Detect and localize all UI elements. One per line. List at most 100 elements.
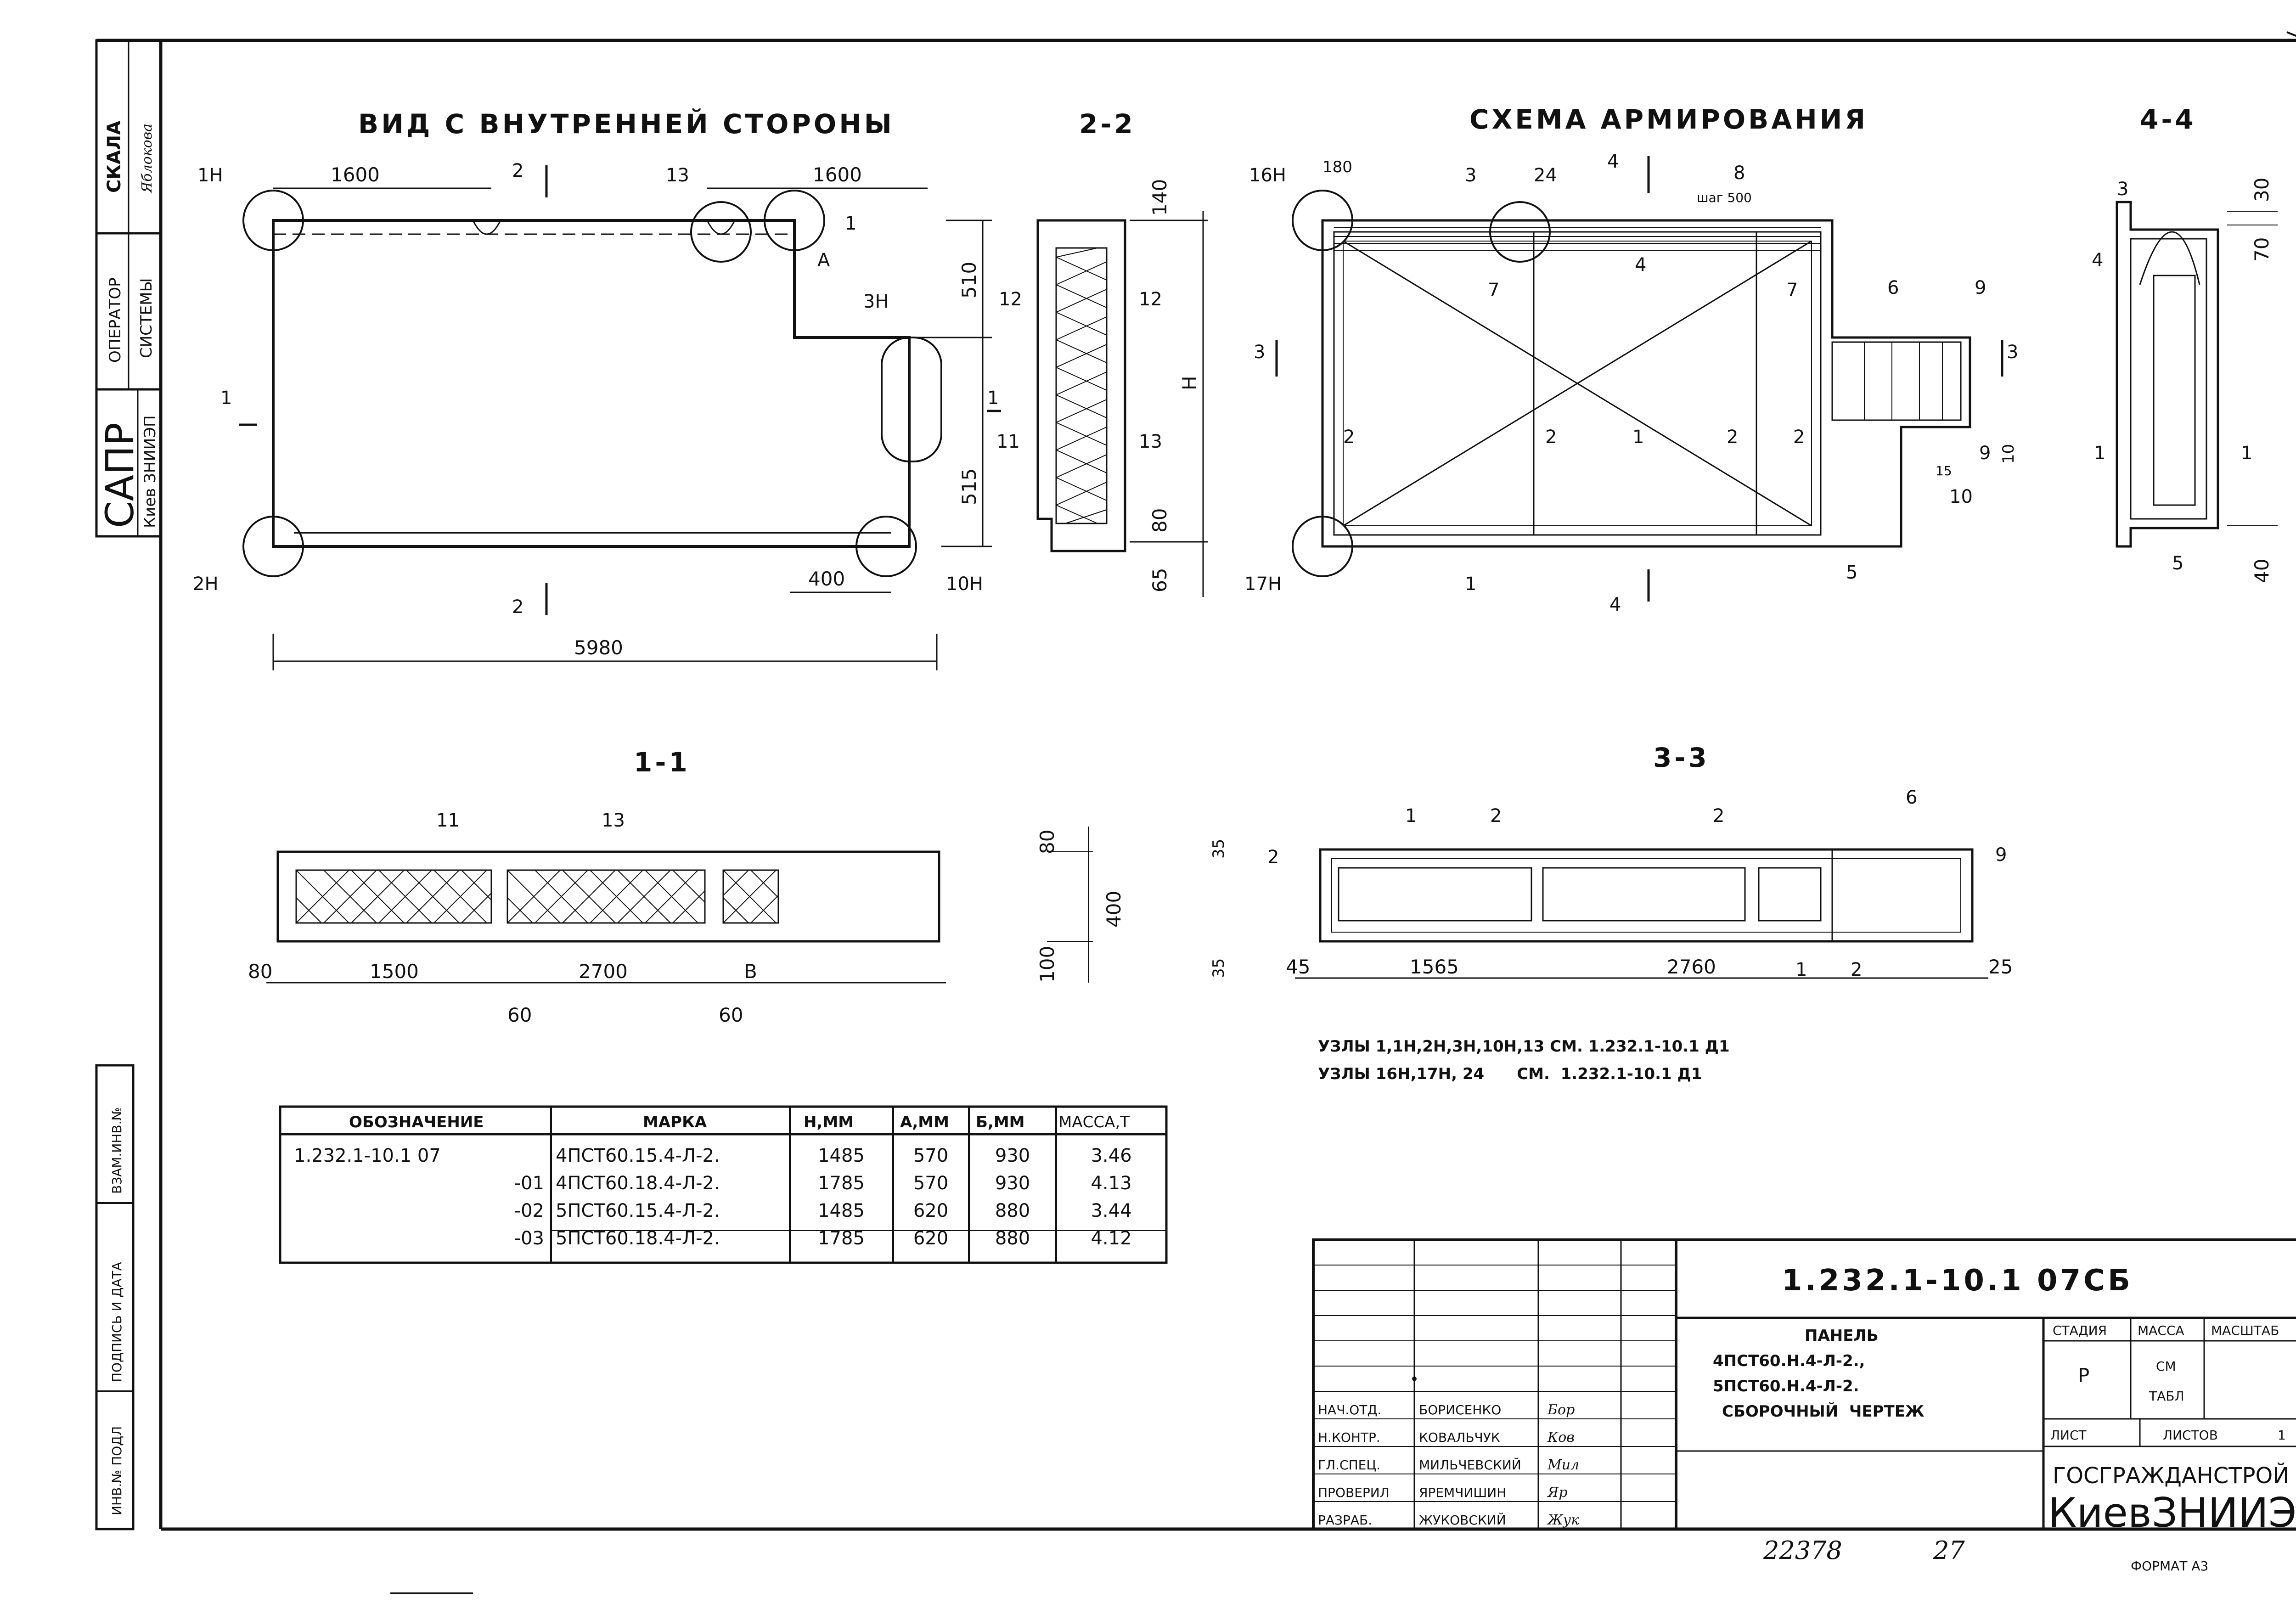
spec-cell-mass: 3.44 bbox=[1091, 1200, 1131, 1221]
inventory-number: 22378 bbox=[1763, 1536, 1842, 1565]
stage-header: СТАДИЯ bbox=[2053, 1323, 2107, 1338]
sec44-label-1b: 1 bbox=[2241, 443, 2252, 464]
sec22-dim-140: 140 bbox=[1148, 179, 1171, 216]
node-1: 1 bbox=[845, 213, 856, 234]
mass-line-2: ТАБЛ bbox=[2149, 1389, 2184, 1404]
note-nodes-2: УЗЛЫ 16Н,17Н, 24 СМ. 1.232.1-10.1 Д1 bbox=[1318, 1065, 1702, 1083]
sec22-dim-65: 65 bbox=[1148, 568, 1171, 592]
sec33-dim-35a: 35 bbox=[1210, 839, 1228, 859]
rf-cut-3-left: 3 bbox=[1254, 342, 1265, 363]
person-signature: Мил bbox=[1547, 1457, 1579, 1473]
rf-cut-4-top: 4 bbox=[1607, 151, 1619, 172]
spec-table: ОБОЗНАЧЕНИЕ МАРКА Н,ММ А,ММ Б,ММ МАССА,Т… bbox=[279, 1105, 1168, 1264]
dim-right-1600: 1600 bbox=[813, 163, 862, 186]
person-name: МИЛЬЧЕВСКИЙ bbox=[1419, 1457, 1521, 1473]
sec11-dim-60a: 60 bbox=[507, 1004, 532, 1026]
rf-label-10: 10 bbox=[1949, 486, 1973, 507]
sec22-dim-h: Н bbox=[1178, 376, 1201, 390]
person-signature: Ков bbox=[1547, 1429, 1575, 1446]
spec-cell-mass: 4.13 bbox=[1091, 1173, 1131, 1194]
person-name: КОВАЛЬЧУК bbox=[1419, 1430, 1500, 1445]
spec-cell-designation: -03 bbox=[514, 1228, 544, 1249]
rf-dim-15: 15 bbox=[1936, 463, 1952, 478]
title-section-4-4: 4-4 bbox=[2140, 104, 2196, 135]
title-section-3-3: 3-3 bbox=[1653, 742, 1710, 773]
rf-label-1b: 1 bbox=[1465, 574, 1476, 595]
person-signature: Яр bbox=[1547, 1485, 1567, 1501]
sec11-dim-b: В bbox=[744, 960, 757, 983]
rf-label-4: 4 bbox=[1635, 254, 1646, 276]
sec22-label-13: 13 bbox=[1139, 431, 1162, 452]
reinforcement-drawing: 16Н 180 3 24 4 8 шаг 500 7 7 4 6 9 9 3 3… bbox=[1244, 151, 2018, 615]
rf-dim-10: 10 bbox=[1999, 444, 2018, 464]
person-role: ГЛ.СПЕЦ. bbox=[1318, 1457, 1380, 1473]
spec-cell-h: 1485 bbox=[818, 1145, 865, 1166]
spec-header-designation: ОБОЗНАЧЕНИЕ bbox=[349, 1113, 484, 1131]
spec-cell-h: 1785 bbox=[818, 1228, 865, 1249]
side-inv-podl: ИНВ.№ ПОДЛ bbox=[109, 1426, 124, 1515]
rf-label-24: 24 bbox=[1534, 165, 1557, 186]
sec33-label-9: 9 bbox=[1995, 844, 2007, 866]
sheets-label: ЛИСТОВ bbox=[2163, 1428, 2218, 1443]
sheet-label: ЛИСТ bbox=[2050, 1428, 2087, 1443]
spec-cell-mass: 3.46 bbox=[1091, 1145, 1131, 1166]
section-2-2-drawing: 140 Н 80 65 12 12 11 13 bbox=[996, 179, 1208, 597]
view-inner: 1600 1600 510 515 400 5980 1Н 2Н 3Н 10Н … bbox=[193, 160, 1001, 670]
person-name: БОРИСЕНКО bbox=[1419, 1402, 1501, 1417]
format-label: ФОРМАТ А3 bbox=[2131, 1558, 2208, 1574]
node-3h: 3Н bbox=[863, 291, 889, 312]
rf-label-5: 5 bbox=[1846, 562, 1857, 583]
side-sign-date: ПОДПИСЬ И ДАТА bbox=[109, 1262, 124, 1382]
sec33-dim-45: 45 bbox=[1286, 956, 1310, 978]
spec-cell-a: 570 bbox=[913, 1145, 948, 1166]
rf-label-8: 8 bbox=[1733, 163, 1745, 184]
rf-cut-4-bottom: 4 bbox=[1609, 594, 1621, 615]
spec-cell-designation: -02 bbox=[514, 1200, 544, 1221]
rf-cut-3-right: 3 bbox=[2007, 342, 2018, 363]
rf-label-3: 3 bbox=[1465, 165, 1476, 186]
spec-cell-a: 620 bbox=[913, 1228, 948, 1249]
dim-left-1600: 1600 bbox=[331, 163, 380, 186]
node-1h: 1Н bbox=[197, 165, 223, 186]
spec-header-h: Н,ММ bbox=[804, 1113, 854, 1131]
org-line-1: ГОСГРАЖДАНСТРОЙ bbox=[2053, 1462, 2289, 1489]
rf-label-1a: 1 bbox=[1632, 427, 1644, 448]
sec33-dim-35b: 35 bbox=[1210, 958, 1228, 978]
rf-step: шаг 500 bbox=[1697, 190, 1752, 205]
sec44-dim-70: 70 bbox=[2251, 237, 2273, 262]
sec44-label-4: 4 bbox=[2092, 250, 2103, 271]
spec-cell-h: 1485 bbox=[818, 1200, 865, 1221]
sec44-label-5: 5 bbox=[2172, 553, 2183, 574]
person-role: РАЗРАБ. bbox=[1318, 1513, 1372, 1528]
rf-label-2c: 2 bbox=[1727, 427, 1738, 448]
sheet-frame bbox=[96, 31, 2296, 1594]
node-2h: 2Н bbox=[193, 574, 219, 595]
sec44-dim-40: 40 bbox=[2251, 559, 2273, 583]
spec-cell-mark: 5ПСТ60.18.4-Л-2. bbox=[556, 1228, 720, 1249]
dim-5980: 5980 bbox=[574, 636, 623, 659]
rf-node-17h: 17Н bbox=[1244, 574, 1282, 595]
sec33-label-1: 1 bbox=[1405, 805, 1417, 827]
sec11-dim-80: 80 bbox=[248, 960, 272, 983]
sec33-dim-1565: 1565 bbox=[1410, 956, 1459, 978]
sec22-label-11: 11 bbox=[996, 431, 1020, 452]
spec-header-a: А,ММ bbox=[900, 1113, 949, 1131]
cut-1-right: 1 bbox=[987, 388, 999, 409]
rf-label-2a: 2 bbox=[1343, 427, 1355, 448]
spec-cell-designation: 1.232.1-10.1 07 bbox=[294, 1145, 441, 1166]
spec-cell-mass: 4.12 bbox=[1091, 1228, 1131, 1249]
name-line-3: 5ПСТ60.Н.4-Л-2. bbox=[1713, 1377, 1859, 1395]
rf-node-16h: 16Н bbox=[1249, 165, 1286, 186]
spec-header-b: Б,ММ bbox=[976, 1113, 1025, 1131]
cut-2-top: 2 bbox=[512, 160, 523, 181]
sec44-label-1a: 1 bbox=[2094, 443, 2105, 464]
label-a: А bbox=[817, 250, 830, 271]
spec-cell-b: 930 bbox=[995, 1145, 1030, 1166]
side-system: СИСТЕМЫ bbox=[137, 278, 156, 359]
rf-label-2b: 2 bbox=[1545, 427, 1557, 448]
spec-header-mass: МАССА,Т bbox=[1058, 1113, 1130, 1131]
person-role: НАЧ.ОТД. bbox=[1318, 1402, 1381, 1417]
